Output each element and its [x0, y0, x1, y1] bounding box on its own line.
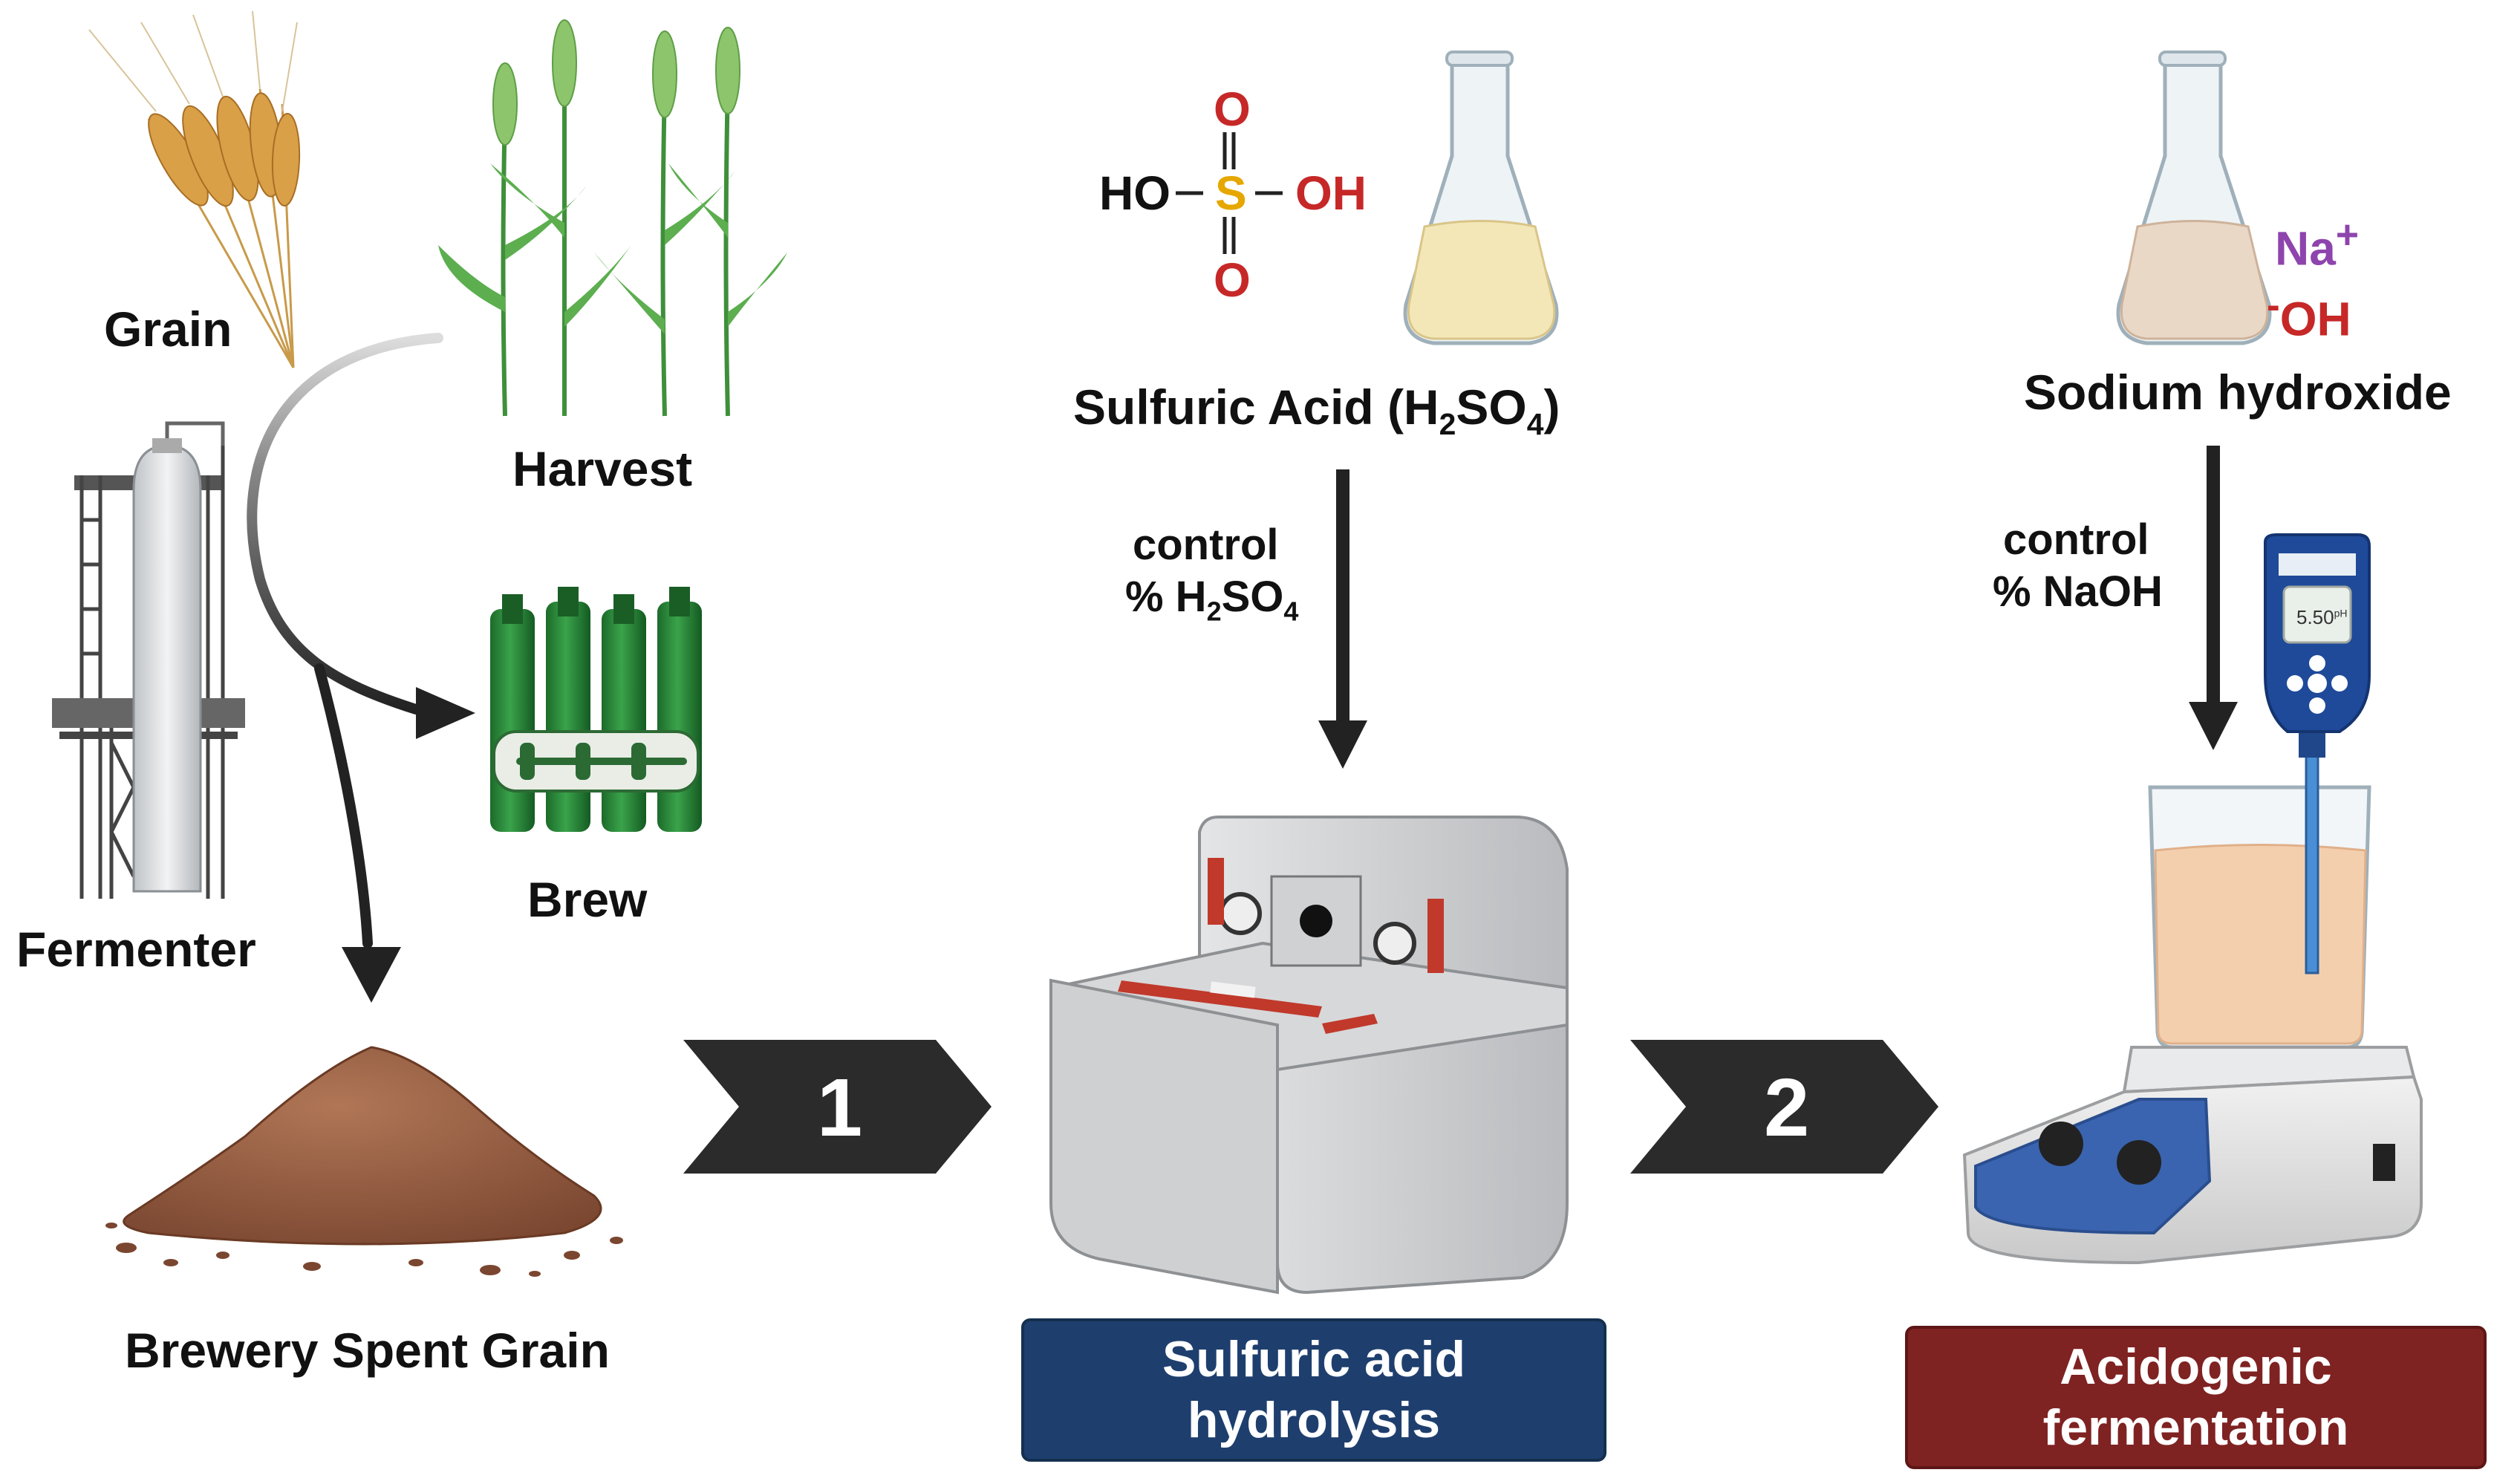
ph-meter-icon: [2264, 533, 2371, 974]
beer-bottles-icon: [490, 587, 702, 832]
formula-o-top: O: [1214, 82, 1251, 136]
brew-label: Brew: [527, 872, 648, 927]
fermentation-box-line1: Acidogenic: [2060, 1338, 2332, 1395]
fermentation-box: Acidogenic fermentation: [1905, 1326, 2487, 1469]
erlenmeyer-flask-icon: [2116, 51, 2272, 345]
formula-s: S: [1215, 166, 1247, 220]
formula-o-bottom: O: [1214, 253, 1251, 307]
grain-label: Grain: [104, 302, 232, 357]
flow-curve-arrow: [247, 333, 475, 1003]
fermentation-box-line2: fermentation: [2042, 1399, 2349, 1456]
hydroxide-ion: -OH: [2267, 284, 2351, 346]
magnetic-stirrer-icon: [1962, 1046, 2423, 1265]
formula-oh: OH: [1295, 166, 1367, 220]
beaker-icon: [2148, 785, 2371, 1049]
fermenter-tower-icon: [52, 421, 245, 899]
acid-down-arrow: [1318, 469, 1367, 769]
sodium-ion: Na+: [2275, 213, 2359, 276]
naoh-down-arrow: [2189, 446, 2238, 750]
spent-grain-pile-icon: [105, 1046, 623, 1277]
fermenter-label: Fermenter: [16, 922, 256, 977]
step-2-chevron: [1630, 1040, 1938, 1174]
barley-plant-icon: [438, 19, 787, 417]
hydrolysis-machine-icon: [1049, 816, 1569, 1295]
sulfuric-acid-label: Sulfuric Acid (H2SO4): [1073, 380, 1560, 442]
harvest-label: Harvest: [512, 441, 693, 496]
control-naoh-line2: % NaOH: [1993, 567, 2163, 616]
sodium-hydroxide-label: Sodium hydroxide: [2024, 365, 2452, 420]
control-naoh-line1: control: [2003, 515, 2149, 564]
control-acid-line2: % H2SO4: [1125, 573, 1299, 627]
ph-meter-reading: 5.50pH: [2296, 606, 2348, 628]
step-1-number: 1: [817, 1062, 863, 1153]
wheat-icon: [88, 10, 301, 368]
spent-grain-label: Brewery Spent Grain: [125, 1323, 610, 1378]
formula-ho: HO: [1099, 166, 1171, 220]
erlenmeyer-flask-icon: [1403, 51, 1559, 345]
hydrolysis-box-line2: hydrolysis: [1187, 1391, 1441, 1448]
step-2-number: 2: [1764, 1062, 1810, 1153]
step-1-chevron: [683, 1040, 992, 1174]
control-acid-line1: control: [1133, 521, 1279, 569]
sulfuric-acid-structure: [1176, 132, 1283, 254]
hydrolysis-box: Sulfuric acid hydrolysis: [1021, 1318, 1606, 1462]
hydrolysis-box-line1: Sulfuric acid: [1162, 1330, 1466, 1387]
